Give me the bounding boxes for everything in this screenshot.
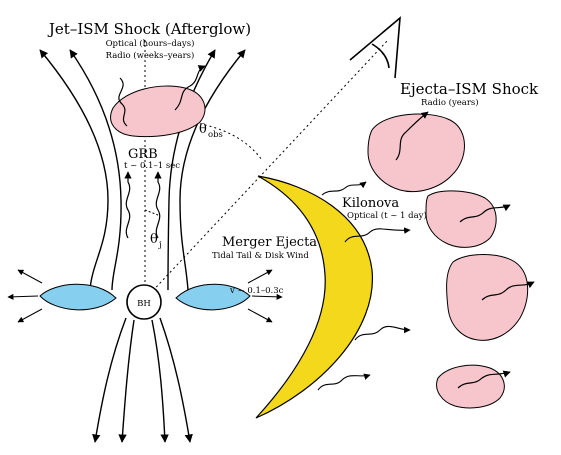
merger-ejecta-crescent bbox=[255, 175, 373, 419]
black-hole-icon bbox=[126, 284, 162, 320]
disk-wind-arrows bbox=[7, 269, 283, 323]
kilonova-optical: Optical (t ~ 1 day) bbox=[347, 210, 427, 221]
merger-ejecta-subtitle: Tidal Tail & Disk Wind bbox=[212, 251, 309, 261]
grb-wavy-right bbox=[154, 171, 162, 239]
jet-right-upper-curve bbox=[179, 49, 246, 291]
jet-right-lower bbox=[159, 317, 193, 443]
ejecta-blob-1 bbox=[367, 113, 465, 193]
observer-eye-icon bbox=[349, 16, 401, 79]
bh-label: BH bbox=[137, 299, 151, 309]
ejecta-wavy-arrows bbox=[395, 111, 535, 389]
jet-right-inner-lower bbox=[151, 319, 169, 443]
disk-lobe-right bbox=[175, 283, 251, 311]
theta-obs-arc bbox=[144, 119, 263, 161]
theta-j-subscript: j bbox=[158, 240, 162, 250]
jet-shock-radio: Radio (weeks–years) bbox=[106, 50, 195, 61]
ejecta-shock-title: Ejecta–ISM Shock bbox=[400, 80, 539, 98]
line-of-sight bbox=[145, 39, 389, 299]
ejecta-shock-radio: Radio (years) bbox=[421, 97, 479, 108]
theta-obs-subscript: obs bbox=[208, 130, 223, 140]
kilonova-wavy-arrows bbox=[317, 181, 411, 391]
disk-lobe-left bbox=[39, 283, 117, 311]
theta-obs-symbol: θ bbox=[199, 122, 207, 137]
ejecta-shock-blobs bbox=[367, 113, 529, 409]
jet-shock-title: Jet–ISM Shock (Afterglow) bbox=[47, 20, 251, 38]
merger-ejecta-title: Merger Ejecta bbox=[222, 235, 317, 250]
ejecta-blob-4 bbox=[436, 364, 505, 409]
theta-j-arc bbox=[144, 209, 161, 217]
ejecta-blob-3 bbox=[446, 254, 529, 341]
grb-time: t ~ 0.1–1 sec bbox=[124, 161, 180, 171]
jet-left-inner-lower bbox=[118, 319, 135, 443]
jet-shock-wavy-right bbox=[174, 65, 206, 111]
kilonova-title: Kilonova bbox=[342, 196, 399, 211]
jet-shock-optical: Optical (hours–days) bbox=[106, 38, 195, 49]
theta-j-symbol: θ bbox=[150, 232, 158, 247]
jet-left-inner-upper bbox=[69, 49, 122, 291]
ejecta-blob-2 bbox=[425, 190, 497, 248]
grb-title: GRB bbox=[128, 147, 158, 162]
jet-shock-wavy-left bbox=[118, 77, 128, 127]
jet-right-inner-upper bbox=[167, 49, 216, 291]
merger-velocity: v ~ 0.1–0.3c bbox=[229, 286, 284, 296]
jet-left-upper-curve bbox=[39, 49, 109, 291]
jet-funnel bbox=[39, 49, 246, 443]
jet-left-lower bbox=[92, 317, 127, 443]
grb-wavy-left bbox=[124, 171, 132, 239]
